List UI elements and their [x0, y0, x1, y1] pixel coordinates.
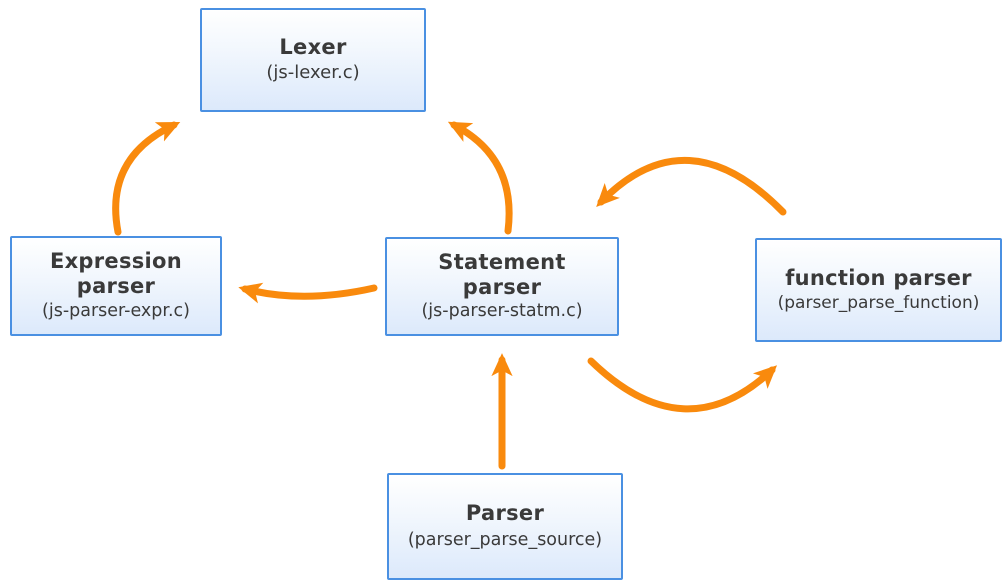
arrow-statement-parser-to-lexer	[447, 121, 513, 235]
arrow-function-parser-to-statement-parser	[596, 157, 787, 216]
node-function-parser-subtitle: (parser_parse_function)	[777, 292, 980, 313]
arrow-expression-parser-to-lexer	[112, 121, 181, 236]
node-statement-parser-subtitle: (js-parser-statm.c)	[421, 301, 583, 322]
arrow-statement-parser-to-expression-parser	[238, 282, 378, 304]
node-function-parser: function parser (parser_parse_function)	[755, 238, 1002, 342]
node-parser-subtitle: (parser_parse_source)	[407, 530, 603, 551]
node-lexer-title: Lexer	[279, 35, 347, 60]
node-statement-parser: Statement parser (js-parser-statm.c)	[385, 237, 619, 336]
node-parser-title: Parser	[465, 500, 545, 525]
node-expression-parser-title: Expression parser	[49, 249, 183, 299]
node-expression-parser-subtitle: (js-parser-expr.c)	[42, 300, 190, 321]
node-parser: Parser (parser_parse_source)	[387, 473, 623, 580]
node-lexer: Lexer (js-lexer.c)	[200, 8, 426, 112]
arrow-statement-parser-to-function-parser	[587, 357, 778, 413]
node-statement-parser-title: Statement parser	[438, 249, 566, 299]
node-function-parser-title: function parser	[785, 265, 972, 290]
node-expression-parser: Expression parser (js-parser-expr.c)	[10, 236, 222, 336]
node-lexer-subtitle: (js-lexer.c)	[266, 62, 360, 84]
